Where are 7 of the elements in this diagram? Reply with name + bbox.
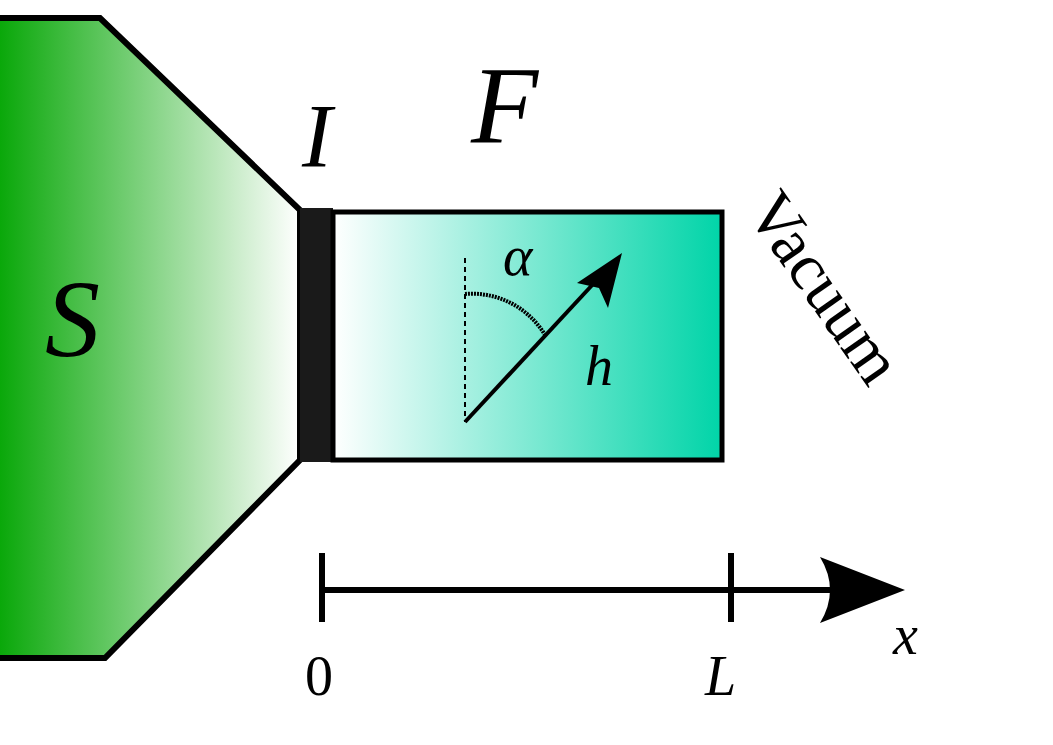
vector-symbol: h — [585, 338, 613, 394]
angle-symbol: α — [503, 228, 533, 284]
region-symbol: S — [45, 264, 100, 374]
region-symbol: F — [471, 50, 539, 160]
axis-tick-label: 0 — [305, 648, 333, 704]
axis-label: x — [893, 607, 918, 663]
axis-tick-label: L — [705, 648, 737, 704]
